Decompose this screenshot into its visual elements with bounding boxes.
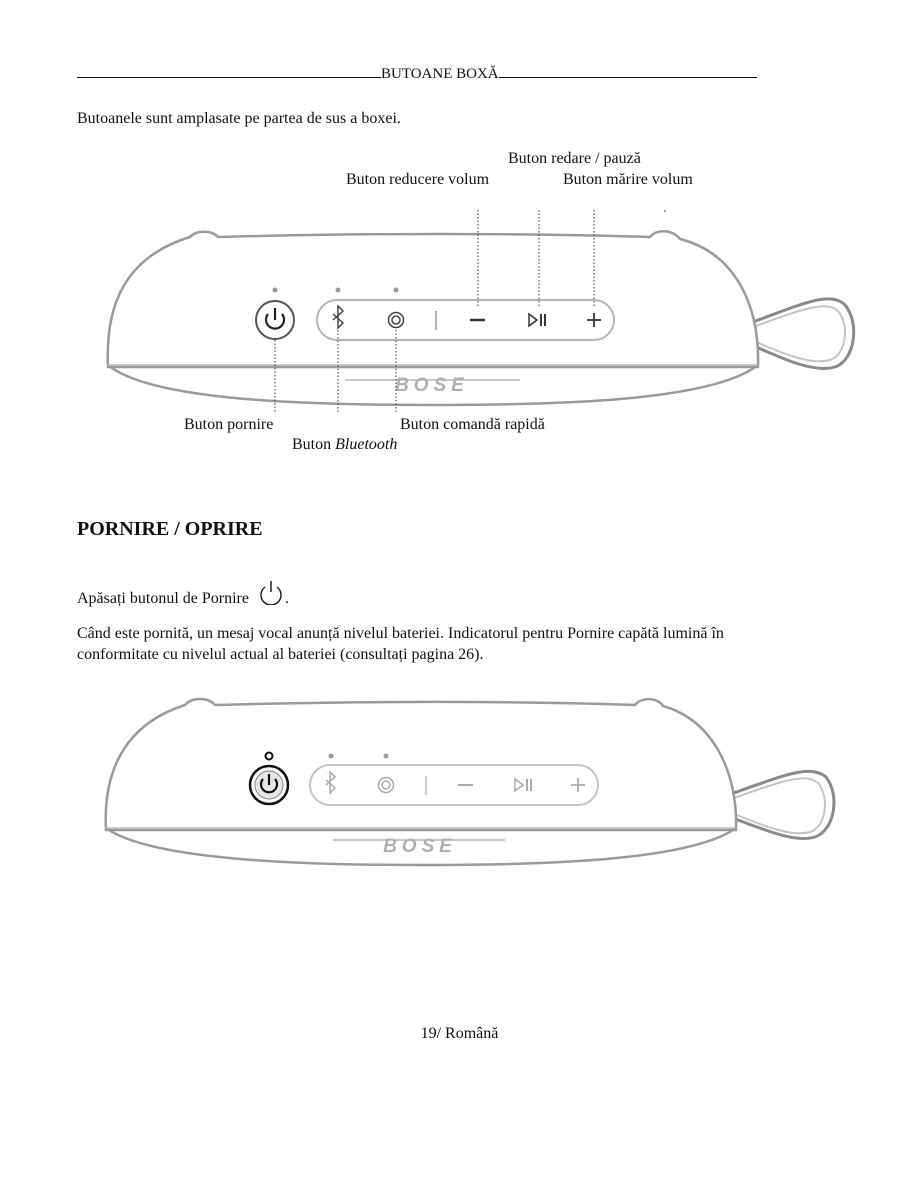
intro-text: Butoanele sunt amplasate pe partea de su… xyxy=(77,110,401,127)
header-rule-right xyxy=(498,77,757,78)
speaker-diagram-1: BOSE xyxy=(106,210,856,413)
play-pause-icon xyxy=(528,312,546,328)
power-icon xyxy=(260,581,282,606)
page-header: BUTOANE BOXĂ xyxy=(77,66,813,83)
label-volume-down: Buton reducere volum xyxy=(346,171,490,188)
body-line-2: conformitate cu nivelul actual al bateri… xyxy=(77,646,484,663)
speaker-diagram-2: BOSE xyxy=(104,697,836,867)
label-bluetooth: Buton Bluetooth xyxy=(292,436,398,453)
bluetooth-icon xyxy=(325,770,337,795)
bose-logo: BOSE xyxy=(395,375,469,396)
play-pause-icon xyxy=(514,777,532,793)
label-volume-up: Buton mărire volum xyxy=(563,171,693,188)
page-footer: 19/ Română xyxy=(420,1025,499,1042)
shortcut-icon xyxy=(387,311,405,329)
body-line-1: Când este pornită, un mesaj vocal anunță… xyxy=(77,625,724,642)
section-heading: PORNIRE / OPRIRE xyxy=(77,518,263,540)
label-shortcut: Buton comandă rapidă xyxy=(400,416,545,433)
plus-icon xyxy=(587,313,601,327)
power-icon xyxy=(255,300,295,340)
label-play-pause: Buton redare / pauză xyxy=(508,150,641,167)
press-power-text: Apăsați butonul de Pornire . xyxy=(77,581,289,609)
bose-logo: BOSE xyxy=(383,836,457,857)
shortcut-icon xyxy=(377,776,395,794)
bluetooth-icon xyxy=(332,304,345,330)
header-rule-left xyxy=(77,77,381,78)
plus-icon xyxy=(571,778,585,792)
label-power: Buton pornire xyxy=(184,416,274,433)
power-icon xyxy=(248,764,290,806)
header-title: BUTOANE BOXĂ xyxy=(381,66,499,82)
